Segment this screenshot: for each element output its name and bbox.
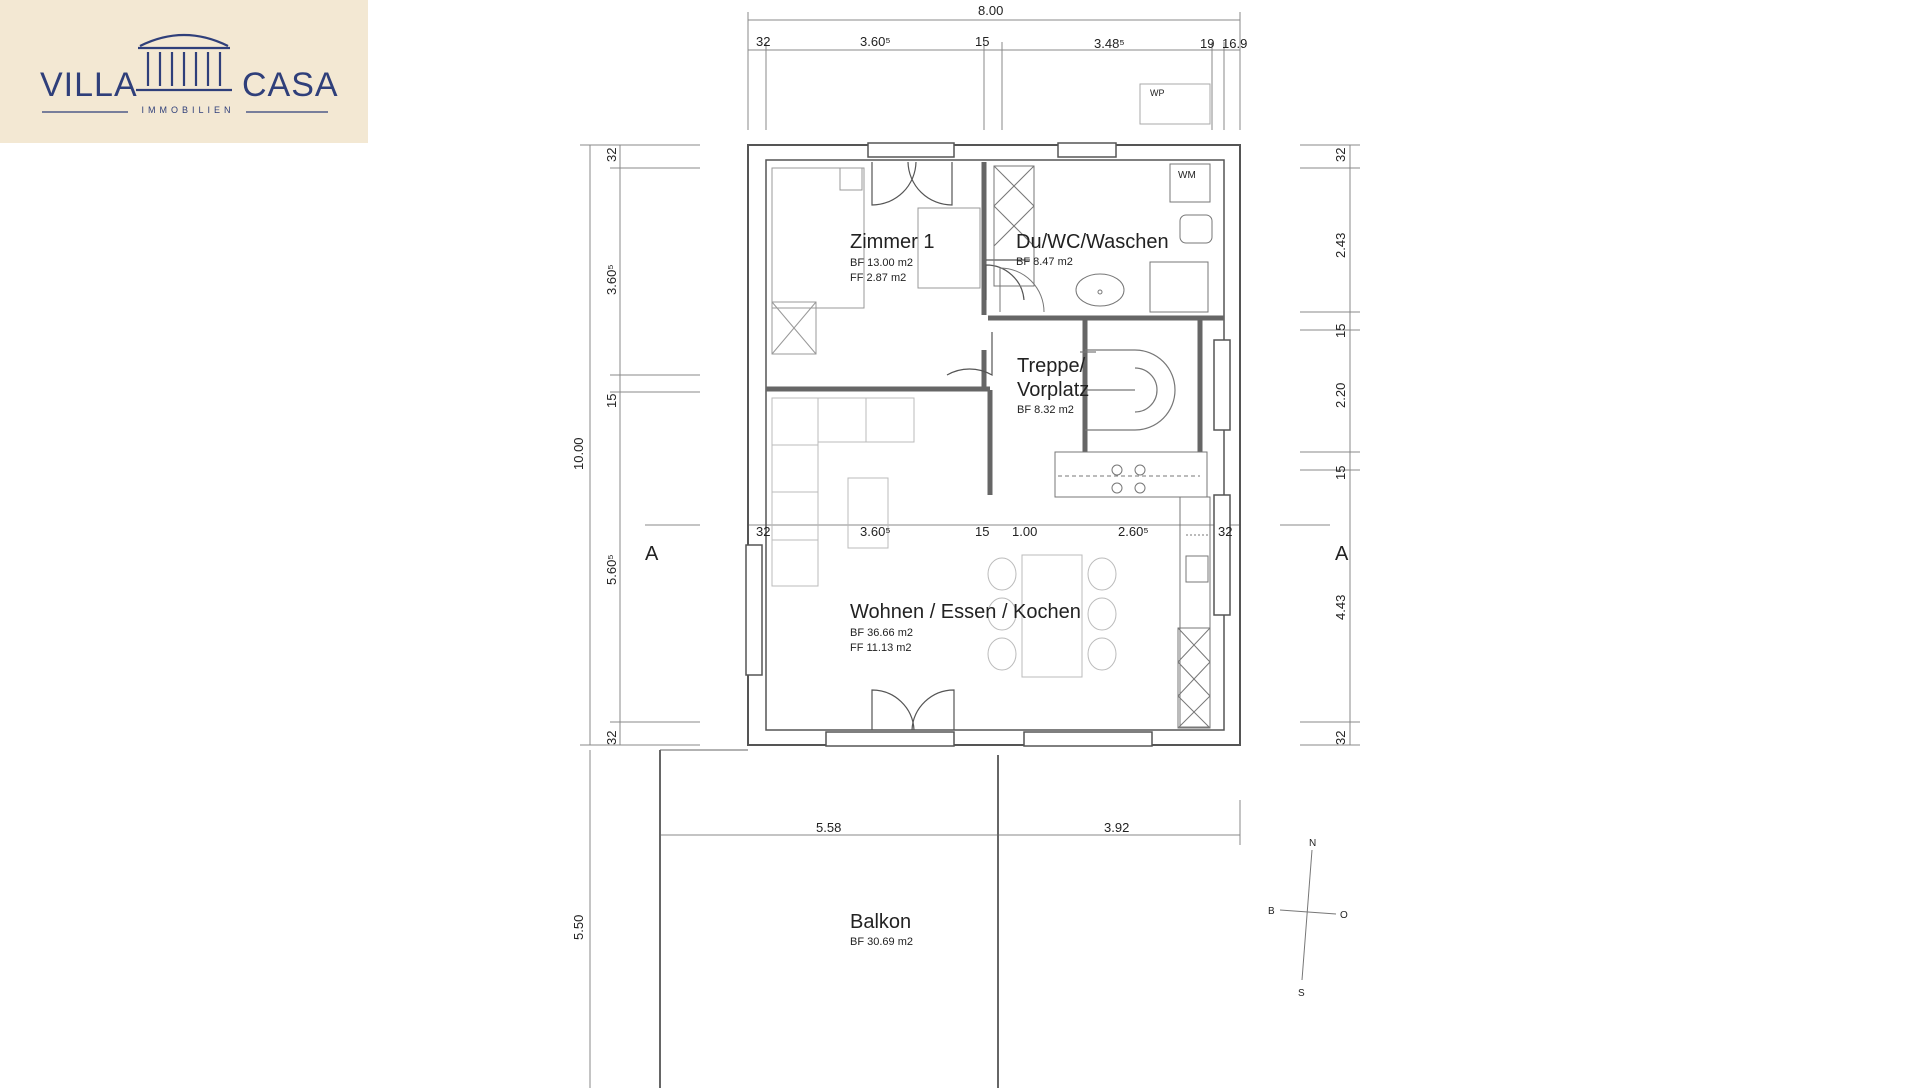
room-bf-zimmer1: BF 13.00 m2 [850, 257, 913, 269]
dim-top-segment: 3.60⁵ [860, 34, 891, 49]
section-marker-left: A [645, 543, 659, 565]
bathroom-fixtures [993, 83, 1213, 313]
room-ff-zimmer1: FF 2.87 m2 [850, 272, 906, 284]
room-bf-treppe: BF 8.32 m2 [1017, 404, 1074, 416]
dim-right-segment: 2.43 [1333, 233, 1348, 258]
dim-left-segment: 32 [604, 148, 619, 162]
compass-icon [1279, 849, 1337, 981]
wp-label: WP [1150, 88, 1165, 98]
dim-inner: 32 [1218, 524, 1232, 539]
dim-inner: 2.60⁵ [1118, 524, 1149, 539]
room-ff-wohnen: FF 11.13 m2 [850, 642, 912, 654]
compass-w: B [1268, 906, 1275, 917]
room-name-treppe-2: Vorplatz [1017, 379, 1089, 401]
compass-labels: N S B O [1268, 838, 1348, 999]
compass-s: S [1298, 988, 1305, 999]
dim-balkon-width-left: 5.58 [816, 820, 841, 835]
dim-balkon-depth: 5.50 [571, 915, 586, 940]
room-name-treppe-1: Treppe/ [1017, 355, 1086, 377]
logo-word-right: CASA [242, 66, 339, 104]
dim-top-segment: 19 [1200, 36, 1214, 51]
dim-right-segment: 4.43 [1333, 595, 1348, 620]
room-labels: Zimmer 1 BF 13.00 m2 FF 2.87 m2 Du/WC/Wa… [645, 88, 1349, 948]
dim-top-total: 8.00 [978, 3, 1003, 18]
dim-left-total: 10.00 [571, 437, 586, 470]
compass-n: N [1309, 838, 1316, 849]
dimension-lines [580, 12, 1360, 1088]
dim-left-segment: 15 [604, 394, 619, 408]
dim-top-segment: 15 [975, 34, 989, 49]
interior-walls [766, 162, 1224, 495]
dimension-labels: 8.00 32 3.60⁵ 15 3.48⁵ 19 16.9 32 3.60⁵ … [571, 3, 1348, 940]
dim-top-segment: 32 [756, 34, 770, 49]
dim-inner: 15 [975, 524, 989, 539]
room-name-wohnen: Wohnen / Essen / Kochen [850, 601, 1081, 623]
dim-top-segment: 3.48⁵ [1094, 36, 1125, 51]
dim-left-segment: 3.60⁵ [604, 264, 619, 295]
balcony [659, 749, 999, 1088]
doors [871, 161, 1030, 731]
room-bf-wohnen: BF 36.66 m2 [850, 627, 913, 639]
wm-label: WM [1178, 170, 1196, 181]
dim-inner: 32 [756, 524, 770, 539]
dim-top-segment: 16.9 [1222, 36, 1247, 51]
dim-right-segment: 32 [1333, 148, 1348, 162]
room-name-balkon: Balkon [850, 911, 911, 933]
dim-left-segment: 5.60⁵ [604, 554, 619, 585]
room-name-zimmer1: Zimmer 1 [850, 231, 934, 253]
room-name-bad: Du/WC/Waschen [1016, 231, 1169, 253]
section-marker-right: A [1335, 543, 1349, 565]
building-columns-icon [42, 33, 328, 113]
dim-left-segment: 32 [604, 731, 619, 745]
kitchen-fixtures [1054, 451, 1211, 729]
compass-e: O [1340, 910, 1348, 921]
dim-inner: 3.60⁵ [860, 524, 891, 539]
dim-right-segment: 32 [1333, 731, 1348, 745]
logo-word-left: VILLA [40, 66, 138, 104]
logo-subtitle: IMMOBILIEN [141, 105, 235, 115]
exterior-walls [747, 144, 1241, 746]
dim-right-segment: 2.20 [1333, 383, 1348, 408]
stair [1080, 349, 1176, 431]
dim-right-segment: 15 [1333, 466, 1348, 480]
zimmer1-furniture [771, 167, 981, 355]
logo: VILLA CASA IMMOBILIEN [0, 0, 368, 143]
room-bf-bad: BF 8.47 m2 [1016, 256, 1073, 268]
dim-right-segment: 15 [1333, 324, 1348, 338]
room-bf-balkon: BF 30.69 m2 [850, 936, 913, 948]
living-furniture [771, 397, 1117, 678]
dim-balkon-width-right: 3.92 [1104, 820, 1129, 835]
dim-inner: 1.00 [1012, 524, 1037, 539]
windows [745, 142, 1231, 747]
